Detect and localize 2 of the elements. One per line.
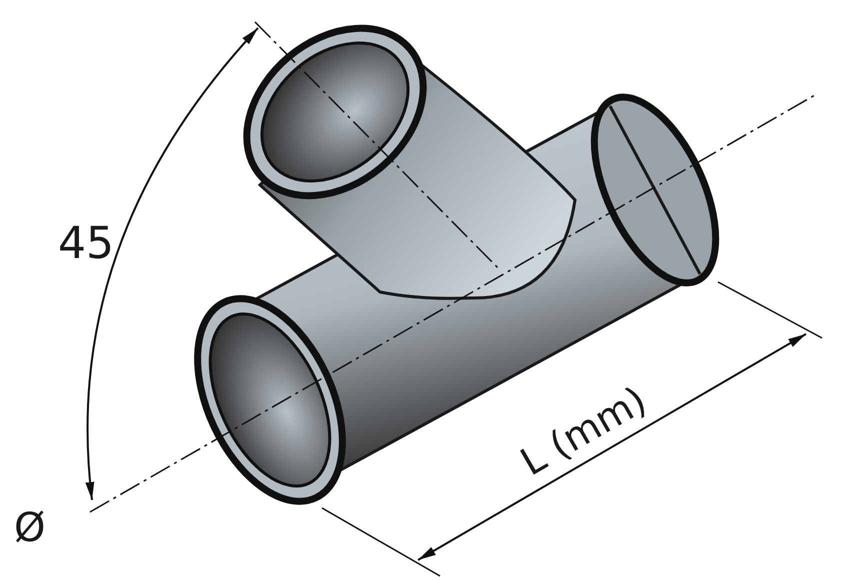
angle-label: 45 [58,222,114,266]
diameter-symbol: Ø [14,508,46,548]
